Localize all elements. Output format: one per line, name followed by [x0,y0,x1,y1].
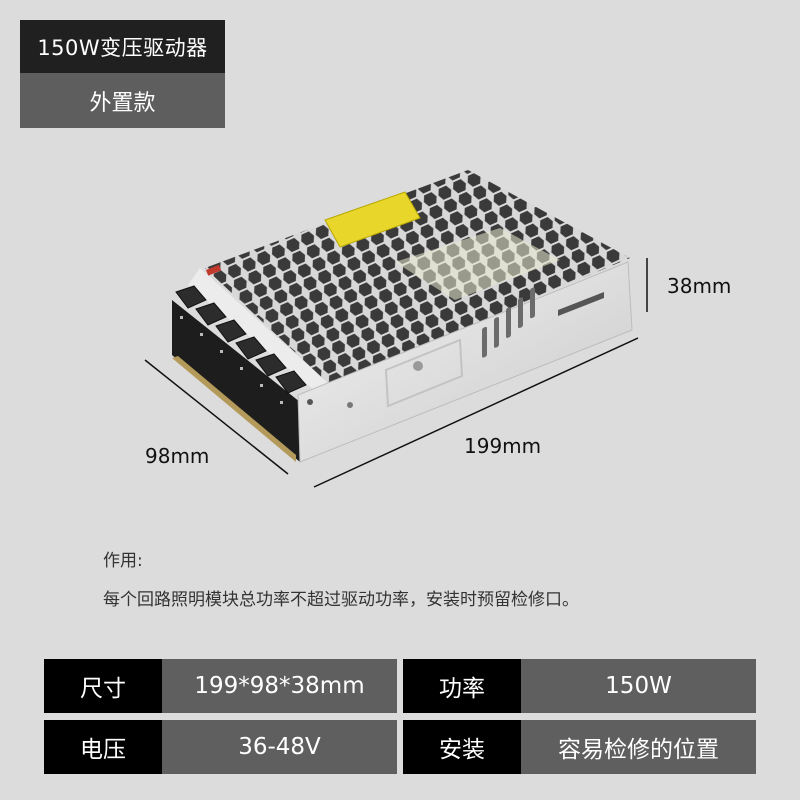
spec-label-voltage: 电压 [44,720,162,774]
product-subtitle: 外置款 [20,73,225,128]
length-dimension-line [313,337,639,488]
label-strip [188,268,330,395]
spec-row: 尺寸 199*98*38mm 功率 150W [44,659,756,713]
spec-value-power: 150W [521,659,756,713]
description-heading: 作用: [103,551,143,571]
product-title: 150W变压驱动器 [20,20,225,73]
description: 作用: 每个回路照明模块总功率不超过驱动功率，安装时预留检修口。 [103,546,579,610]
spec-value-size: 199*98*38mm [162,659,397,713]
top-panel [205,170,630,385]
spec-label-size: 尺寸 [44,659,162,713]
description-text: 每个回路照明模块总功率不超过驱动功率，安装时预留检修口。 [103,590,579,610]
spec-table: 尺寸 199*98*38mm 功率 150W 电压 36-48V 安装 容易检修… [44,659,756,781]
power-supply-image [144,170,648,488]
spec-value-install: 容易检修的位置 [521,720,756,774]
side-panel [297,261,633,463]
depth-dimension-line [144,359,289,475]
depth-label: 98mm [145,444,210,468]
spec-label-power: 功率 [403,659,521,713]
spec-row: 电压 36-48V 安装 容易检修的位置 [44,720,756,774]
terminal-block [172,285,307,462]
spec-value-voltage: 36-48V [162,720,397,774]
length-label: 199mm [464,434,542,458]
height-label: 38mm [667,274,732,298]
spec-label-install: 安装 [403,720,521,774]
title-box: 150W变压驱动器 外置款 [20,20,225,128]
